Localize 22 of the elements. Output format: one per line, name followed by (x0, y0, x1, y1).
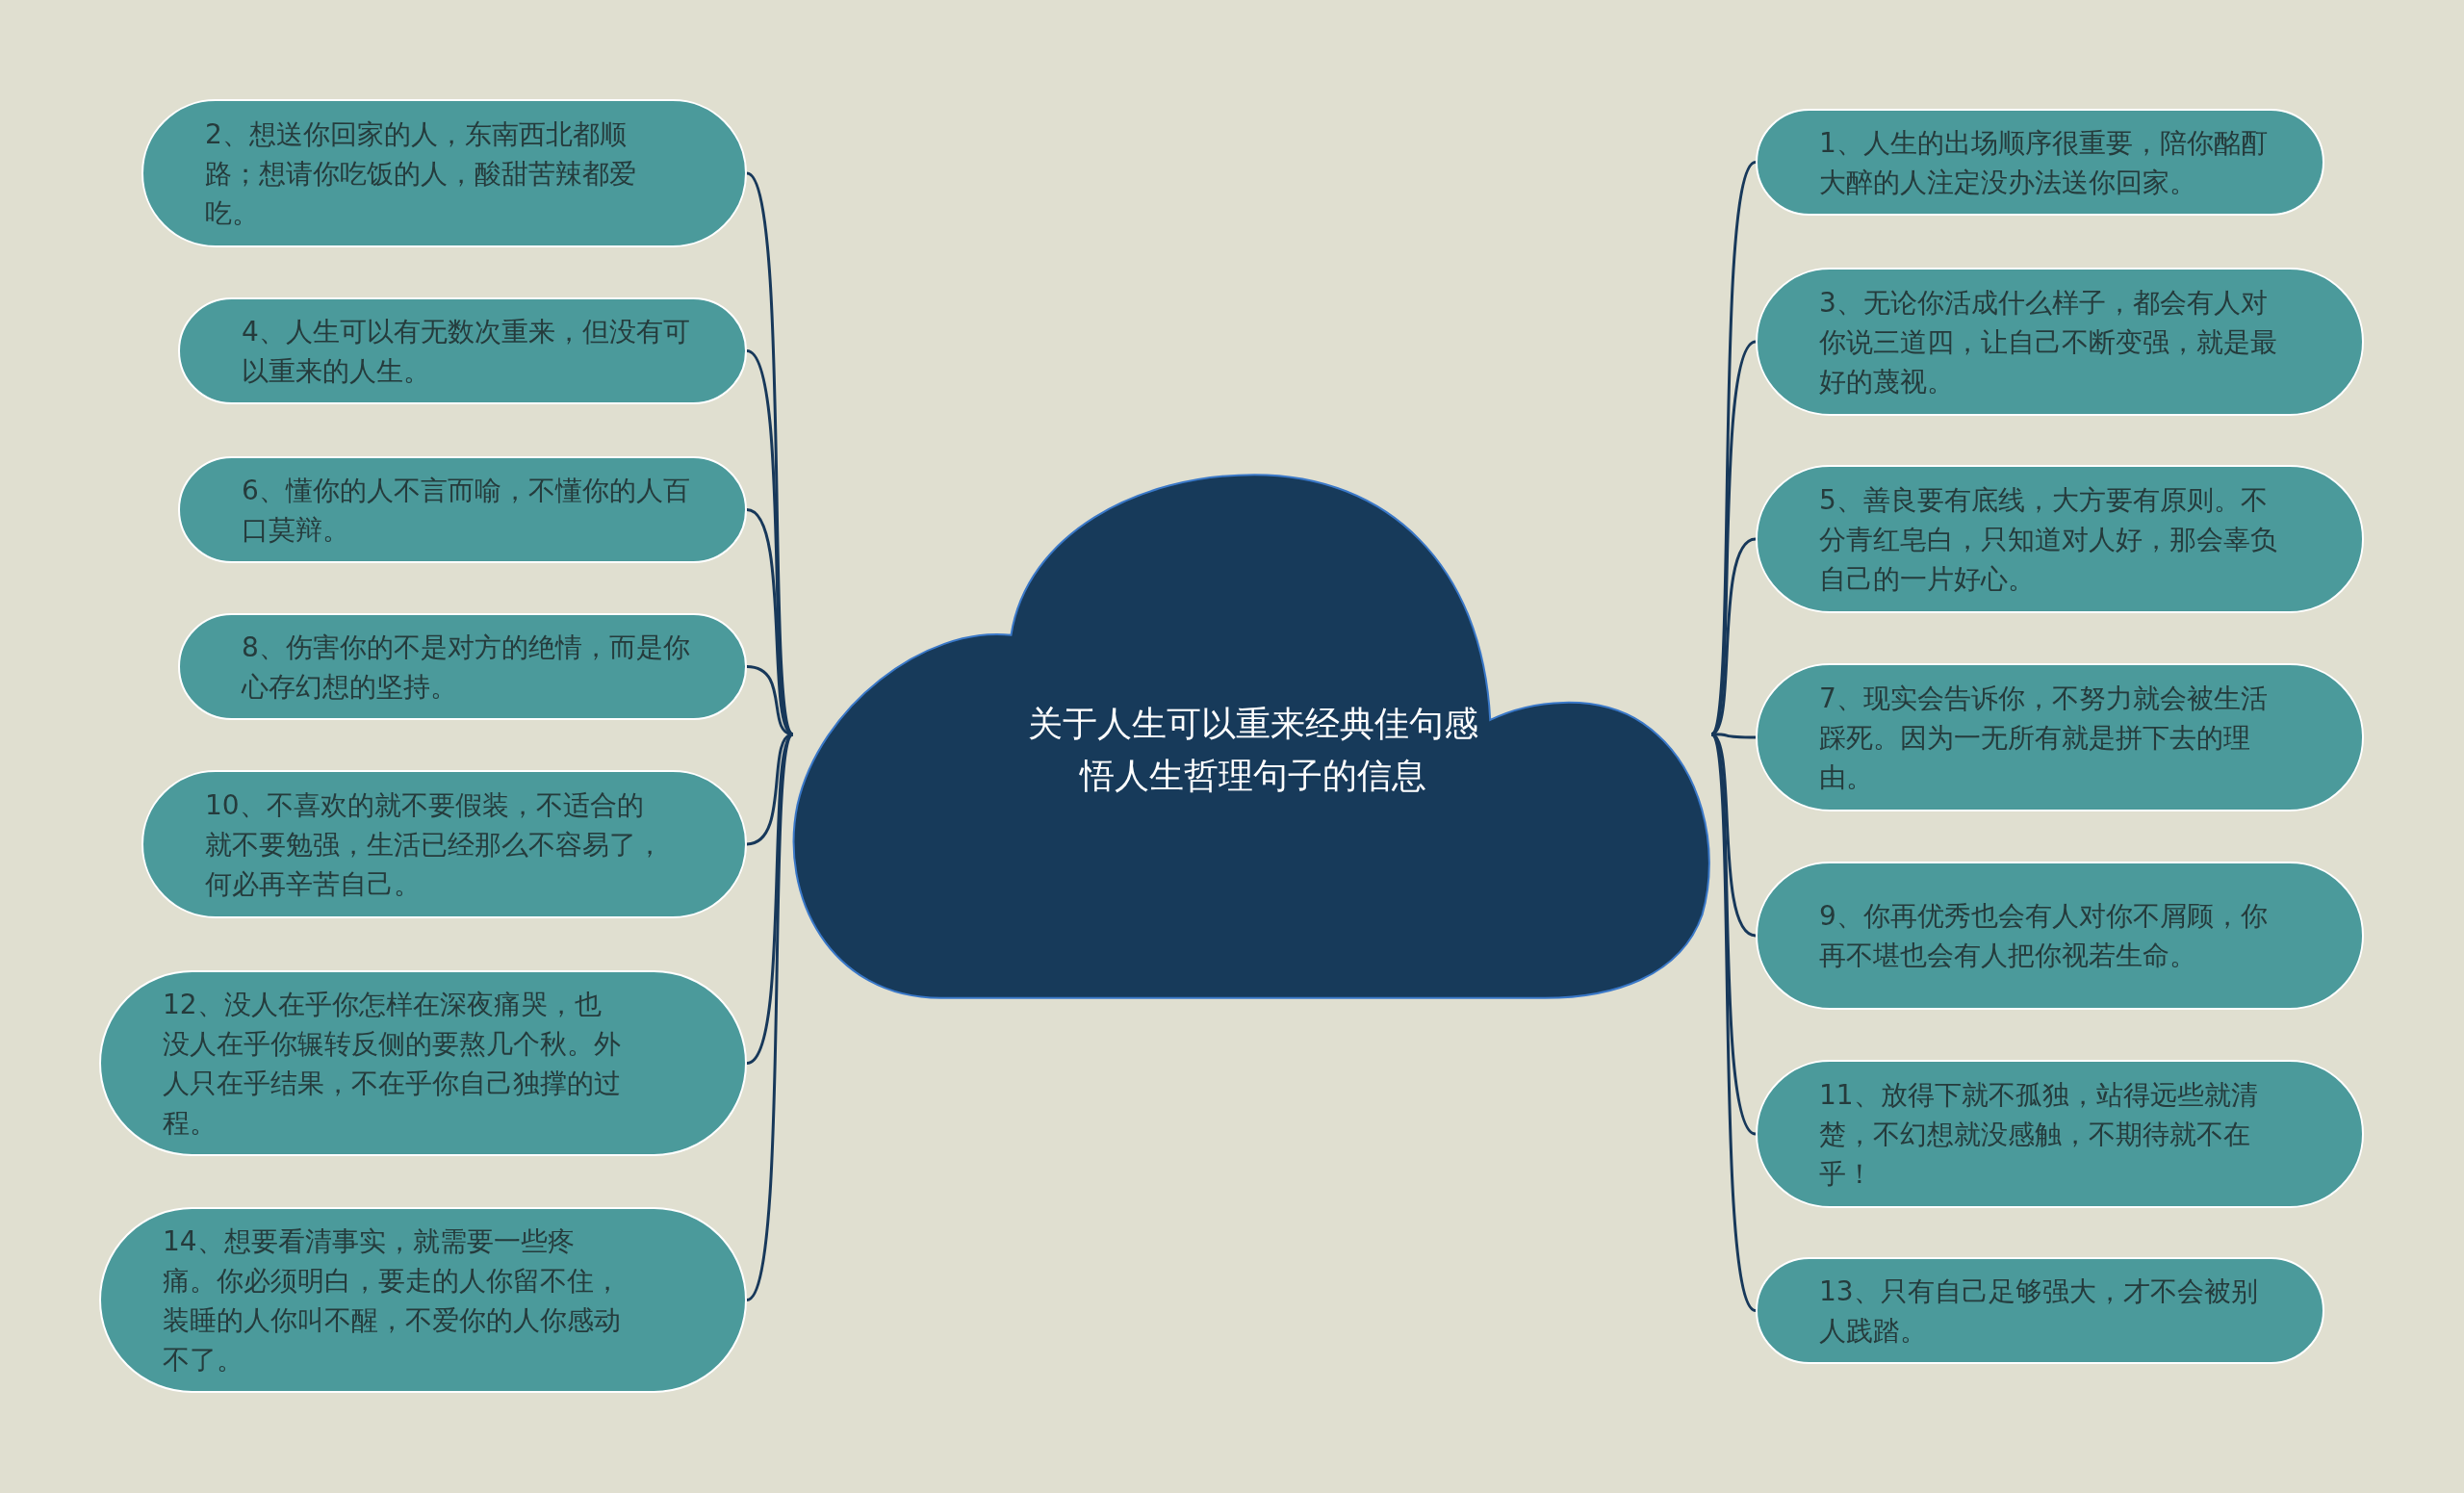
topic-text: 2、想送你回家的人，东南西北都顺路；想请你吃饭的人，酸甜苦辣都爱吃。 (205, 116, 637, 231)
connector-line (1709, 161, 1758, 735)
topic-text: 9、你再优秀也会有人对你不屑顾，你再不堪也会有人把你视若生命。 (1819, 899, 2269, 973)
connector-line (745, 172, 795, 735)
topic-text: 14、想要看清事实，就需要一些疼痛。你必须明白，要走的人你留不住，装睡的人你叫不醒，不爱你的人你感动不了。 (163, 1223, 622, 1377)
connector-line (1711, 733, 1756, 739)
topic-text: 1、人生的出场顺序很重要，陪你酩酊大醉的人注定没办法送你回家。 (1819, 125, 2269, 200)
connector-line (745, 734, 795, 1301)
topic-text: 10、不喜欢的就不要假装，不适合的就不要勉强，生活已经那么不容易了，何必再辛苦自己。 (205, 787, 664, 902)
topic-text: 13、只有自己足够强大，才不会被别人践踏。 (1819, 1274, 2259, 1349)
central-topic-text: 关于人生可以重来经典佳句感悟人生哲理句子的信息 (1027, 703, 1479, 797)
topic-text: 3、无论你活成什么样子，都会有人对你说三道四，让自己不断变强，就是最好的蔑视。 (1819, 285, 2278, 399)
central-cloud (791, 472, 1713, 1001)
connector-line (746, 508, 794, 735)
topic-text: 8、伤害你的不是对方的绝情，而是你心存幻想的坚持。 (242, 630, 691, 705)
topic-text: 4、人生可以有无数次重来，但没有可以重来的人生。 (242, 314, 691, 389)
topic-text: 7、现实会告诉你，不努力就会被生活踩死。因为一无所有就是拼下去的理由。 (1819, 681, 2269, 795)
topic-text: 12、没人在乎你怎样在深夜痛哭，也没人在乎你辗转反侧的要熬几个秋。外人只在乎结果，不在乎你自己独撑的过程。 (163, 987, 622, 1141)
topic-text: 11、放得下就不孤独，站得远些就清楚，不幻想就没感触，不期待就不在乎！ (1819, 1077, 2259, 1192)
connector-line (1709, 734, 1758, 1312)
topic-text: 6、懂你的人不言而喻，不懂你的人百口莫辩。 (242, 473, 691, 548)
topic-text: 5、善良要有底线，大方要有原则。不分青红皂白，只知道对人好，那会辜负自己的一片好心。 (1819, 482, 2278, 597)
